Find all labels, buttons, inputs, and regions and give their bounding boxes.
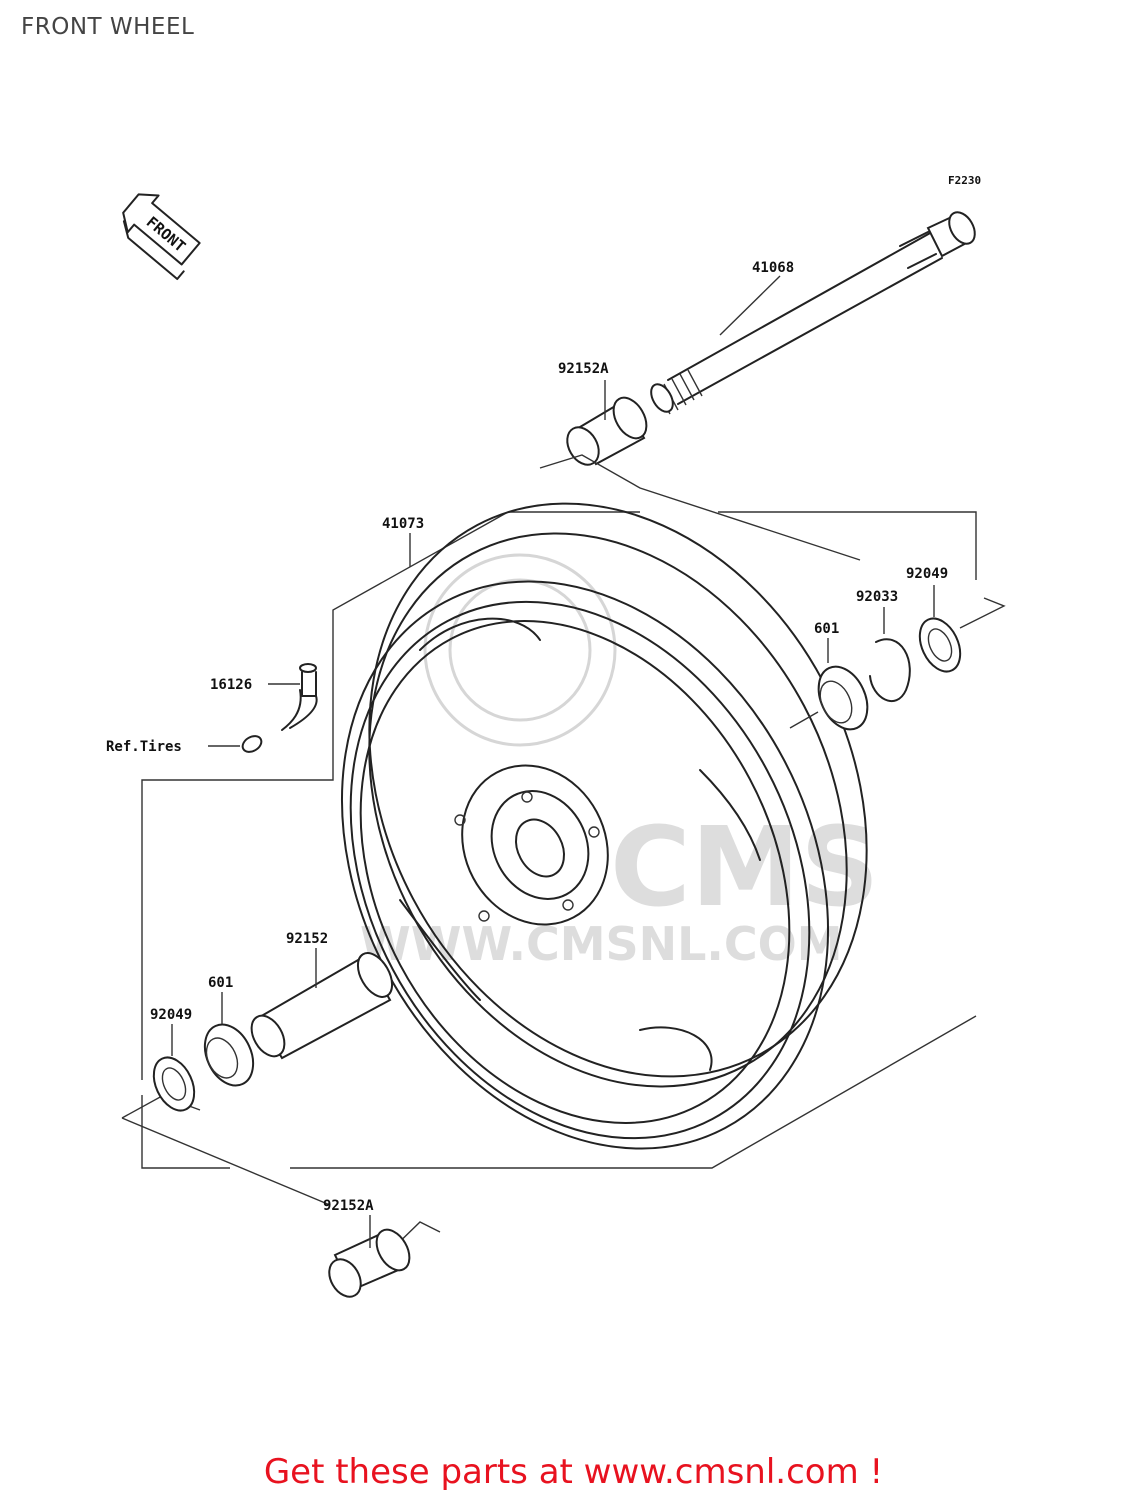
ref-code: F2230 xyxy=(948,174,981,187)
callout-92152: 92152 xyxy=(286,931,328,947)
oil-seal-92049-right xyxy=(918,617,962,673)
callout-ref-tires: Ref.Tires xyxy=(106,739,182,755)
callout-601-right: 601 xyxy=(814,621,839,637)
callout-41073: 41073 xyxy=(382,516,424,532)
bearing-601-right xyxy=(817,665,869,731)
page-title: FRONT WHEEL xyxy=(21,14,195,40)
valve-cap xyxy=(241,735,263,753)
callout-92152a-lower: 92152A xyxy=(323,1198,374,1214)
collar-92152a-lower xyxy=(328,1228,411,1298)
callout-92049-left: 92049 xyxy=(150,1007,192,1023)
front-direction-marker: FRONT xyxy=(122,193,201,281)
bearing-601-left xyxy=(203,1023,255,1087)
air-valve-16126 xyxy=(281,663,318,731)
callout-601-left: 601 xyxy=(208,975,233,991)
distance-collar-92152 xyxy=(250,952,394,1060)
front-marker-text: FRONT xyxy=(143,213,189,256)
callout-92049-right: 92049 xyxy=(906,566,948,582)
callout-92152a-upper: 92152A xyxy=(558,361,609,377)
callout-92033: 92033 xyxy=(856,589,898,605)
oil-seal-92049-left xyxy=(152,1056,196,1112)
callout-16126: 16126 xyxy=(210,677,252,693)
callout-41068: 41068 xyxy=(752,260,794,276)
wheel-41073 xyxy=(341,502,868,1150)
watermark-logo: CMS WWW.CMSNL.COM xyxy=(360,553,879,971)
footer-cta-link[interactable]: Get these parts at www.cmsnl.com ! xyxy=(263,1452,884,1492)
bracket-lines xyxy=(121,454,1006,1256)
collar-92152a-upper xyxy=(566,396,648,466)
axle-41068 xyxy=(650,211,976,415)
watermark-brand: CMS xyxy=(610,803,879,931)
circlip-92033 xyxy=(869,638,911,703)
